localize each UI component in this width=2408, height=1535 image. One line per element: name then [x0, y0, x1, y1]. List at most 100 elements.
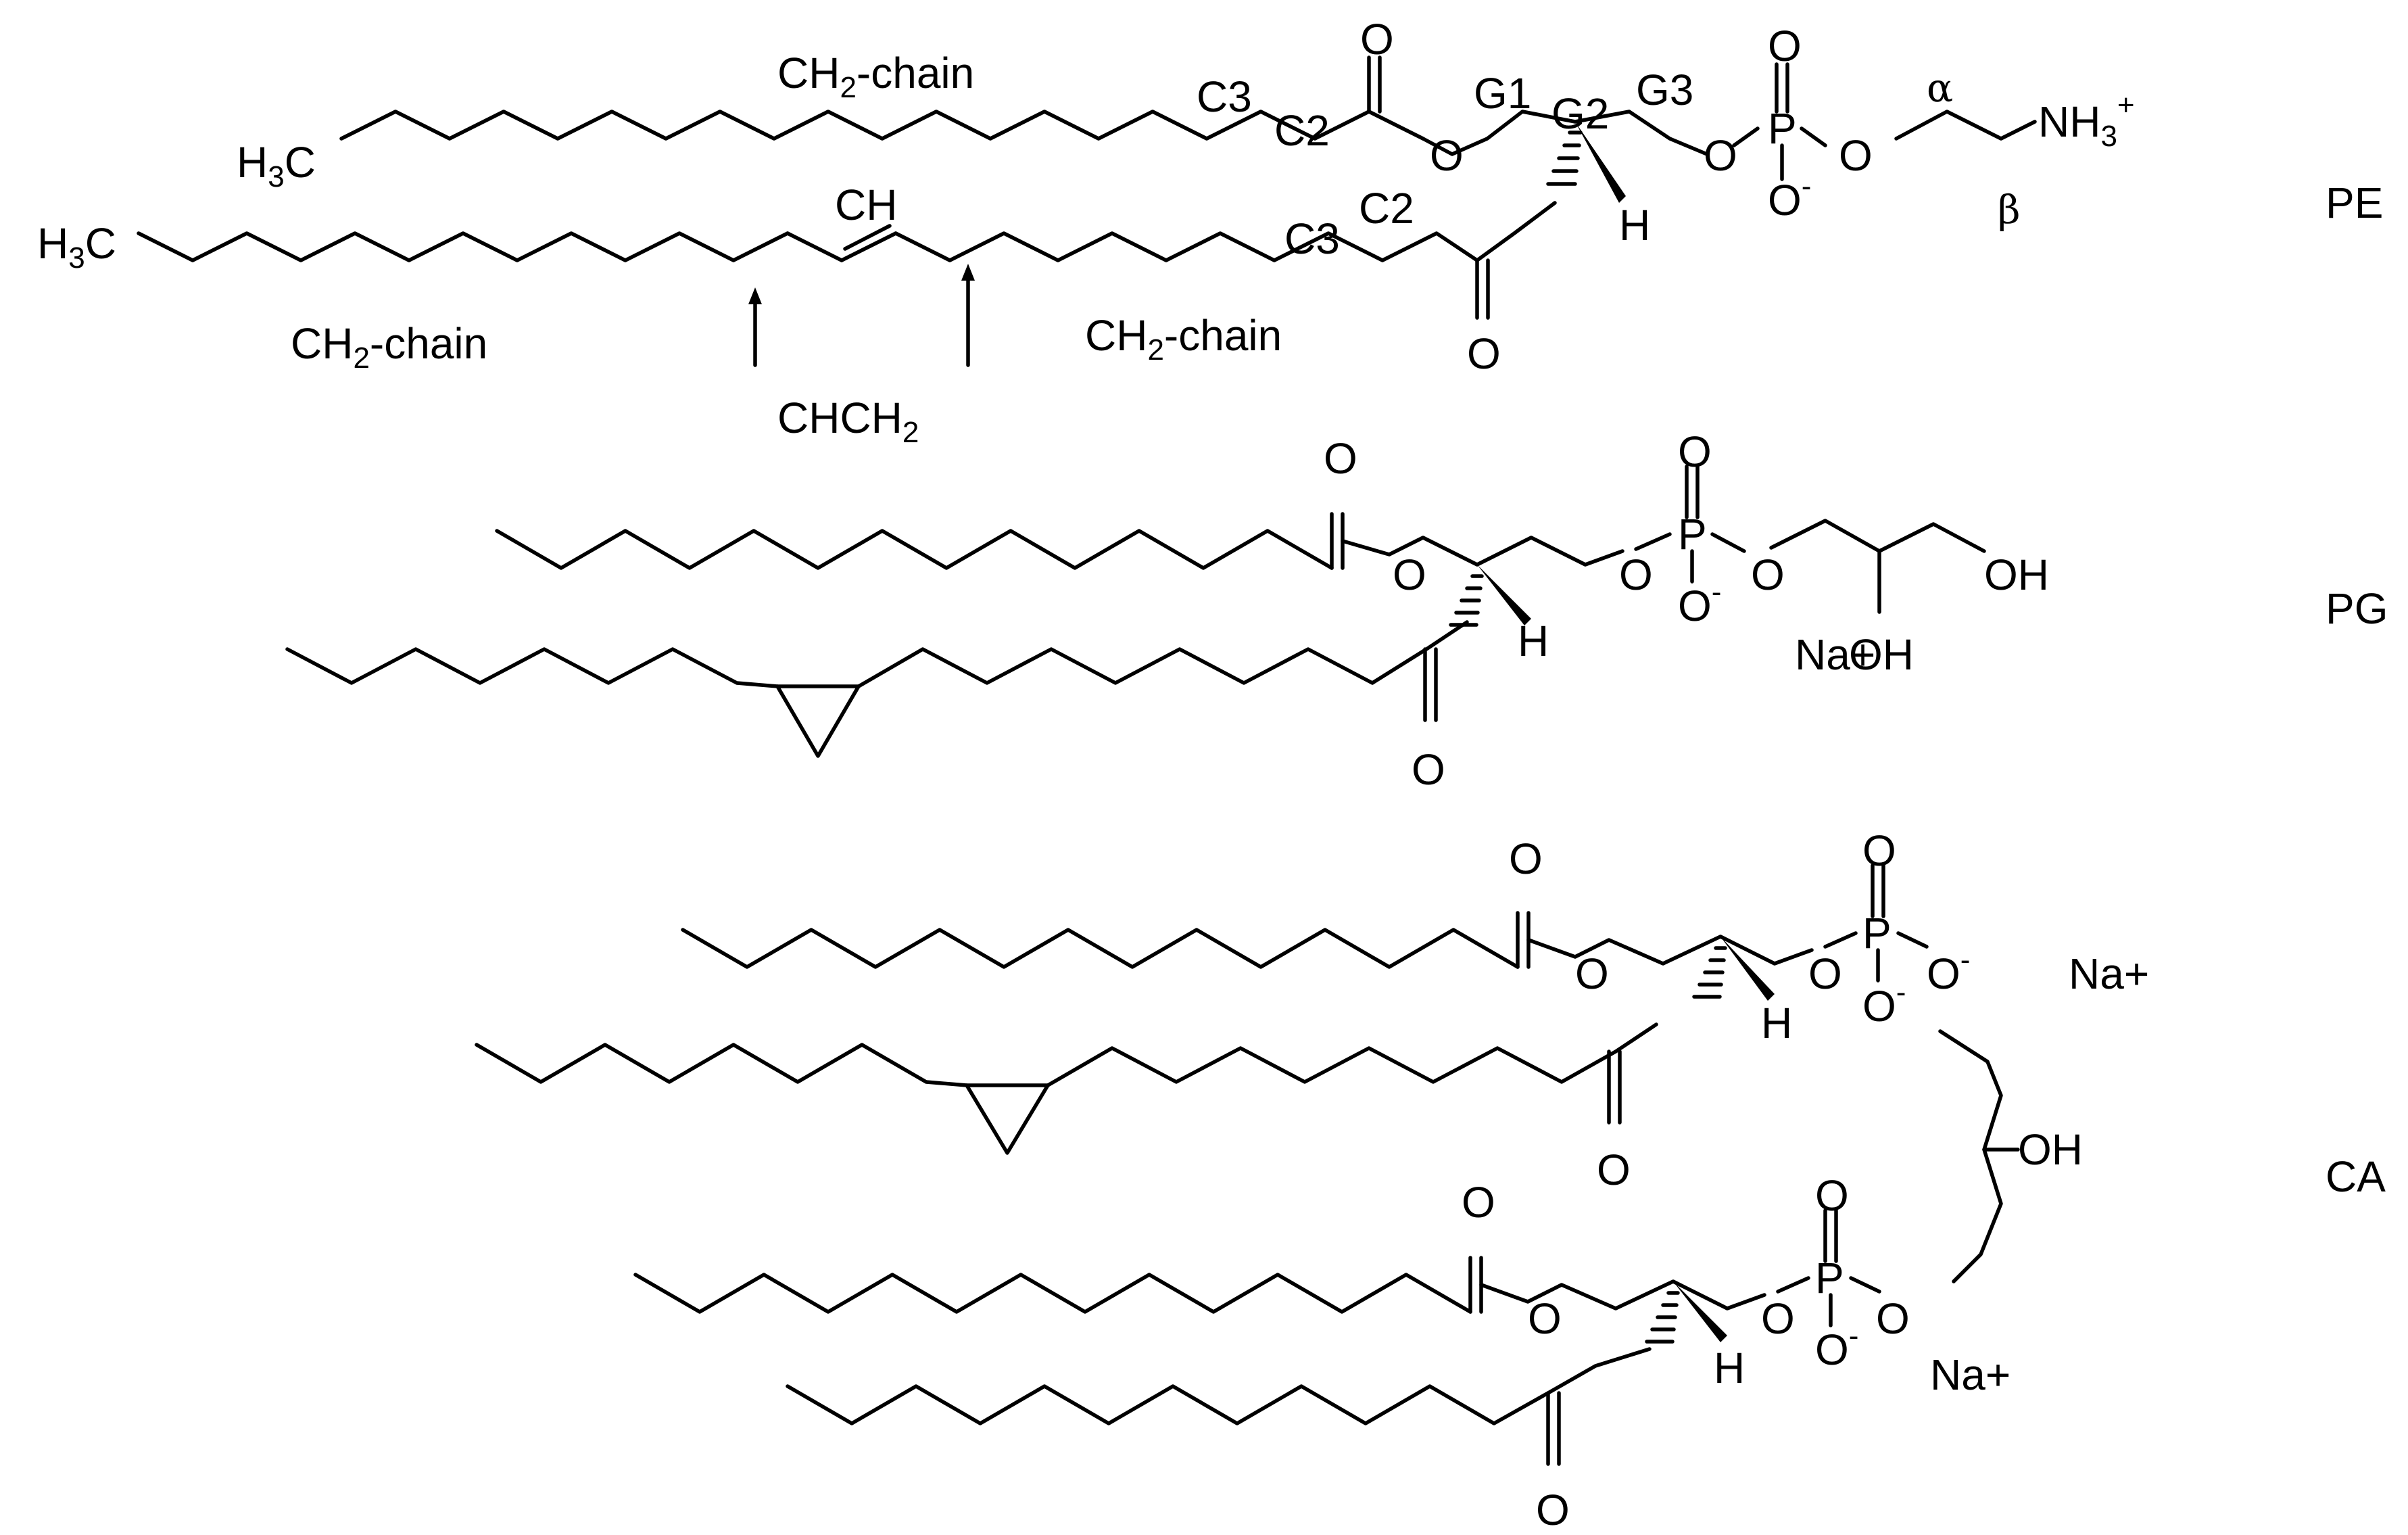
ca-top-p: P [1862, 909, 1892, 958]
pe-ester-o-sn1: O [1430, 131, 1464, 180]
pe-g3-label: G3 [1636, 66, 1693, 114]
ca-abbrev: CA [2326, 1152, 2386, 1201]
ca-bot-ester-o: O [1528, 1294, 1562, 1343]
pe-o-ethanolamine: O [1839, 131, 1873, 180]
ca-na-bottom: Na+ [1930, 1350, 2010, 1399]
ca-structure: O O O H O P O O- O- Na+ OH O O O H O P O… [475, 826, 2386, 1534]
pg-o-headgroup: O [1751, 550, 1785, 599]
pe-sn1-c2-label: C2 [1274, 106, 1330, 155]
ca-bot-o-glycerol: O [1761, 1294, 1795, 1343]
pg-stereo-h: H [1518, 617, 1549, 665]
pe-sn2-c2-label: C2 [1359, 184, 1414, 233]
pe-g1-label: G1 [1474, 69, 1531, 118]
pg-p: P [1678, 510, 1707, 559]
ca-top-p-o-minus: O- [1927, 943, 1970, 998]
pg-sn2-carbonyl-o: O [1412, 745, 1445, 794]
ca-central-oh: OH [2018, 1125, 2083, 1174]
ca-top-backbone [1526, 935, 1814, 966]
pg-sn2-chain-right [857, 620, 1469, 688]
pe-sn2-db-1 [840, 231, 898, 262]
pg-sn2-chain-left [285, 647, 779, 688]
ca-top-p-o-bridge: O- [1862, 976, 1906, 1031]
ca-top-sn2-chain-right [1046, 1022, 1658, 1087]
ca-bot-sn1-carbonyl-o: O [1462, 1178, 1495, 1227]
pg-ester-o-sn1: O [1393, 550, 1426, 599]
pe-sn1-chain [339, 110, 1425, 141]
ca-bot-o-bridge: O [1876, 1294, 1910, 1343]
pg-backbone [1341, 536, 1624, 567]
ca-top-o-p-bond [1823, 931, 1858, 949]
ca-bot-stereo-wedge [1673, 1281, 1727, 1342]
ca-bot-p-o-minus: O- [1815, 1319, 1858, 1374]
pe-sn2-ch2-chain-label-left: CH2-chain [291, 319, 487, 375]
pe-sn2-db-2 [843, 224, 892, 251]
pe-backbone [1421, 110, 1709, 156]
ca-bot-sn2-carbonyl-o: O [1536, 1486, 1570, 1534]
pe-stereo-h: H [1619, 201, 1650, 250]
pg-oh-mid: OH [1849, 630, 1914, 679]
pe-beta-label: β [1998, 187, 2021, 233]
pe-arrowhead-1 [748, 287, 762, 304]
ca-central-glycerol [1938, 1029, 2003, 1283]
ca-bot-sn1-chain [633, 1273, 1472, 1314]
pe-p-o-minus: O- [1768, 170, 1811, 225]
ca-top-stereo-h: H [1761, 999, 1792, 1047]
pe-sn2-chain [137, 231, 790, 262]
ca-top-sn2-carbonyl-o: O [1597, 1146, 1631, 1194]
pe-ch-label: CH [835, 181, 897, 229]
ca-bot-sn2-chain [786, 1347, 1652, 1425]
pe-sn2-c3-label: C3 [1284, 214, 1340, 263]
pe-p-double-o: O [1768, 22, 1802, 70]
pe-headgroup [1894, 110, 2037, 141]
pe-sn2-carbonyl-o: O [1467, 329, 1501, 378]
ca-bot-backbone [1479, 1279, 1766, 1310]
pg-p-o-minus: O- [1678, 575, 1721, 630]
ca-top-p-o-minus-bond [1896, 931, 1929, 949]
pe-sn2-chain-2 [894, 201, 1557, 262]
pe-o-glycerol: O [1704, 131, 1737, 180]
ca-top-p-double-o: O [1862, 826, 1896, 875]
ca-top-sn1-chain [681, 928, 1520, 969]
pe-sn2-ch2-chain-label-right: CH2-chain [1085, 311, 1282, 367]
ca-bot-stereo-h: H [1714, 1344, 1745, 1392]
ca-bot-o-p-bond [1776, 1276, 1810, 1294]
pe-abbrev: PE [2326, 179, 2383, 227]
pg-o-p-bond [1634, 532, 1672, 551]
pe-nh3: NH3+ [2038, 89, 2135, 153]
pe-g2-label: G2 [1551, 89, 1609, 138]
pe-p: P [1768, 104, 1797, 153]
pe-p-o-bond [1800, 126, 1827, 147]
pg-abbrev: PG [2326, 584, 2388, 633]
pg-sn1-chain [495, 529, 1334, 570]
pg-sn1-carbonyl-o: O [1324, 434, 1357, 483]
pg-p-o-bond [1710, 532, 1746, 553]
pg-stereo-wedge [1477, 565, 1531, 625]
ca-bot-p-double-o: O [1815, 1171, 1849, 1220]
pg-structure: O O O H O P O O- O Na+ OH OH PG [285, 427, 2388, 794]
ca-na-top: Na+ [2069, 949, 2149, 998]
pe-stereo-wedge [1575, 122, 1626, 203]
ca-top-sn2-chain-left [475, 1043, 969, 1087]
pg-cyclopropane [775, 684, 861, 758]
pe-alpha-label: α [1927, 65, 1953, 111]
pe-sn1-carbonyl-o: O [1360, 15, 1394, 64]
pe-sn1-c3-label: C3 [1197, 72, 1252, 121]
ca-top-ester-o: O [1575, 949, 1609, 998]
ca-top-o-glycerol: O [1808, 949, 1842, 998]
pg-headgroup [1769, 519, 1986, 553]
ca-top-stereo-wedge [1720, 937, 1775, 1001]
ca-top-hash-bond [1692, 946, 1727, 999]
pe-sn2-pre-db [786, 231, 844, 262]
pe-o-p-bond [1732, 126, 1760, 147]
pg-hash-bond [1449, 574, 1484, 627]
pg-na: Na+ [1795, 630, 1875, 679]
ca-bot-p-o-bond [1849, 1276, 1881, 1294]
pe-arrowhead-2 [961, 264, 975, 281]
ca-cyclopropane [965, 1083, 1050, 1155]
pg-o-glycerol: O [1619, 550, 1653, 599]
pe-hash-bond [1546, 131, 1583, 186]
ca-bot-p: P [1815, 1254, 1844, 1302]
ca-bot-hash-bond [1645, 1291, 1680, 1344]
